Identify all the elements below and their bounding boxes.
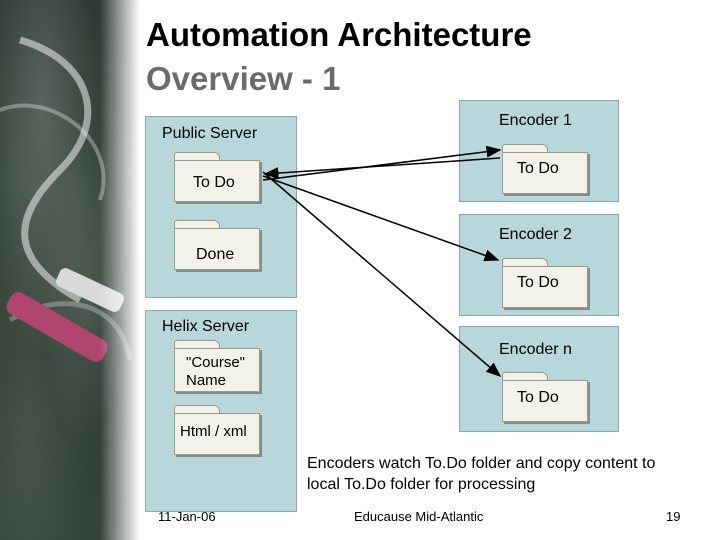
- encoder-1-label: Encoder 1: [499, 112, 572, 129]
- arrow-to-encoder-n: [262, 171, 502, 377]
- encoder-2-todo-label: To Do: [517, 274, 559, 291]
- footer-date: 11-Jan-06: [158, 509, 216, 524]
- footer-center: Educause Mid-Atlantic: [354, 509, 484, 524]
- public-done-label: Done: [196, 246, 235, 263]
- arrow-to-encoder-1: [262, 145, 502, 181]
- slide-title-line1: Automation Architecture: [146, 16, 532, 53]
- public-todo-folder[interactable]: To Do: [174, 152, 260, 202]
- helix-course-folder[interactable]: "Course" Name: [174, 340, 260, 392]
- public-done-folder[interactable]: Done: [174, 220, 260, 270]
- helix-html-folder[interactable]: Html / xml: [174, 405, 260, 455]
- arrow-encoder-1-to-public: [263, 157, 501, 180]
- helix-course-label: "Course" Name: [186, 354, 246, 389]
- public-todo-label: To Do: [193, 174, 235, 191]
- helix-html-label: Html / xml: [180, 423, 247, 440]
- chalkboard-decoration: [0, 0, 140, 540]
- encoder-n-todo-folder[interactable]: To Do: [502, 372, 588, 422]
- footer-page-number: 19: [666, 509, 681, 524]
- encoder-n-todo-label: To Do: [517, 389, 559, 406]
- pink-chalk-stick: [6, 292, 108, 362]
- process-note: Encoders watch To.Do folder and copy con…: [307, 455, 656, 493]
- arrow-to-encoder-2: [262, 175, 500, 262]
- encoder-n-label: Encoder n: [499, 341, 572, 358]
- slide-title-line2: Overview - 1: [146, 60, 341, 97]
- helix-server-panel: [145, 310, 297, 512]
- encoder-2-label: Encoder 2: [499, 226, 572, 243]
- encoder-2-todo-folder[interactable]: To Do: [502, 258, 588, 308]
- public-server-label: Public Server: [162, 125, 258, 142]
- encoder-1-todo-label: To Do: [517, 160, 559, 177]
- helix-server-label: Helix Server: [162, 318, 250, 335]
- encoder-1-todo-folder[interactable]: To Do: [502, 144, 588, 194]
